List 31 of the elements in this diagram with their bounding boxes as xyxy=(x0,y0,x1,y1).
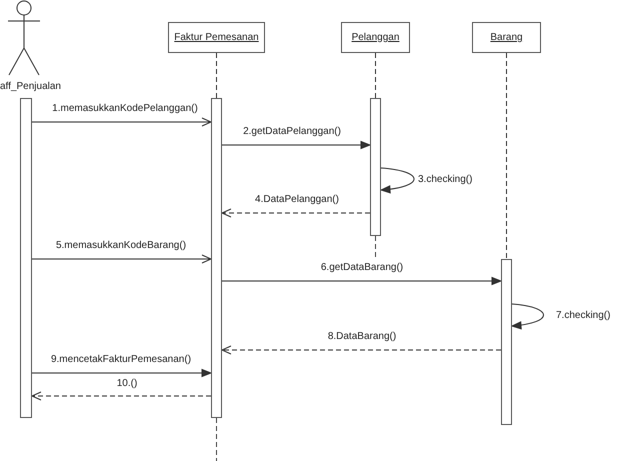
message-arrow xyxy=(32,369,212,377)
activation-bar xyxy=(211,98,222,418)
message-label: 5.memasukkanKodeBarang() xyxy=(56,240,186,252)
message-label: 8.DataBarang() xyxy=(328,331,396,343)
message-label: 7.checking() xyxy=(556,310,610,322)
object-header: Barang xyxy=(472,22,541,53)
message-arrow xyxy=(222,141,370,149)
object-header: Faktur Pemesanan xyxy=(168,22,265,53)
message-label: 6.getDataBarang() xyxy=(320,262,404,274)
message-arrow xyxy=(32,254,212,264)
lifeline xyxy=(375,52,376,98)
return-message-arrow xyxy=(222,208,370,218)
activation-bar xyxy=(501,259,512,425)
self-message-arrow xyxy=(380,168,414,194)
lifeline xyxy=(216,52,217,98)
message-label: 4.DataPelanggan() xyxy=(255,194,339,206)
object-header: Pelanggan xyxy=(341,22,410,53)
actor-name: aff_Penjualan xyxy=(0,81,61,93)
message-arrow xyxy=(32,118,212,126)
return-message-arrow xyxy=(32,392,212,400)
self-message-arrow xyxy=(512,304,544,330)
message-label: 10.() xyxy=(116,378,138,390)
message-label: 2.getDataPelanggan() xyxy=(243,126,341,138)
activation-bar xyxy=(20,98,32,418)
lifeline xyxy=(506,52,507,260)
message-arrow xyxy=(222,277,502,285)
return-message-arrow xyxy=(222,346,502,354)
message-label: 1.memasukkanKodePelanggan() xyxy=(52,103,198,115)
message-label: 3.checking() xyxy=(418,174,472,186)
activation-bar xyxy=(370,98,381,236)
message-label: 9.mencetakFakturPemesanan() xyxy=(50,354,192,366)
